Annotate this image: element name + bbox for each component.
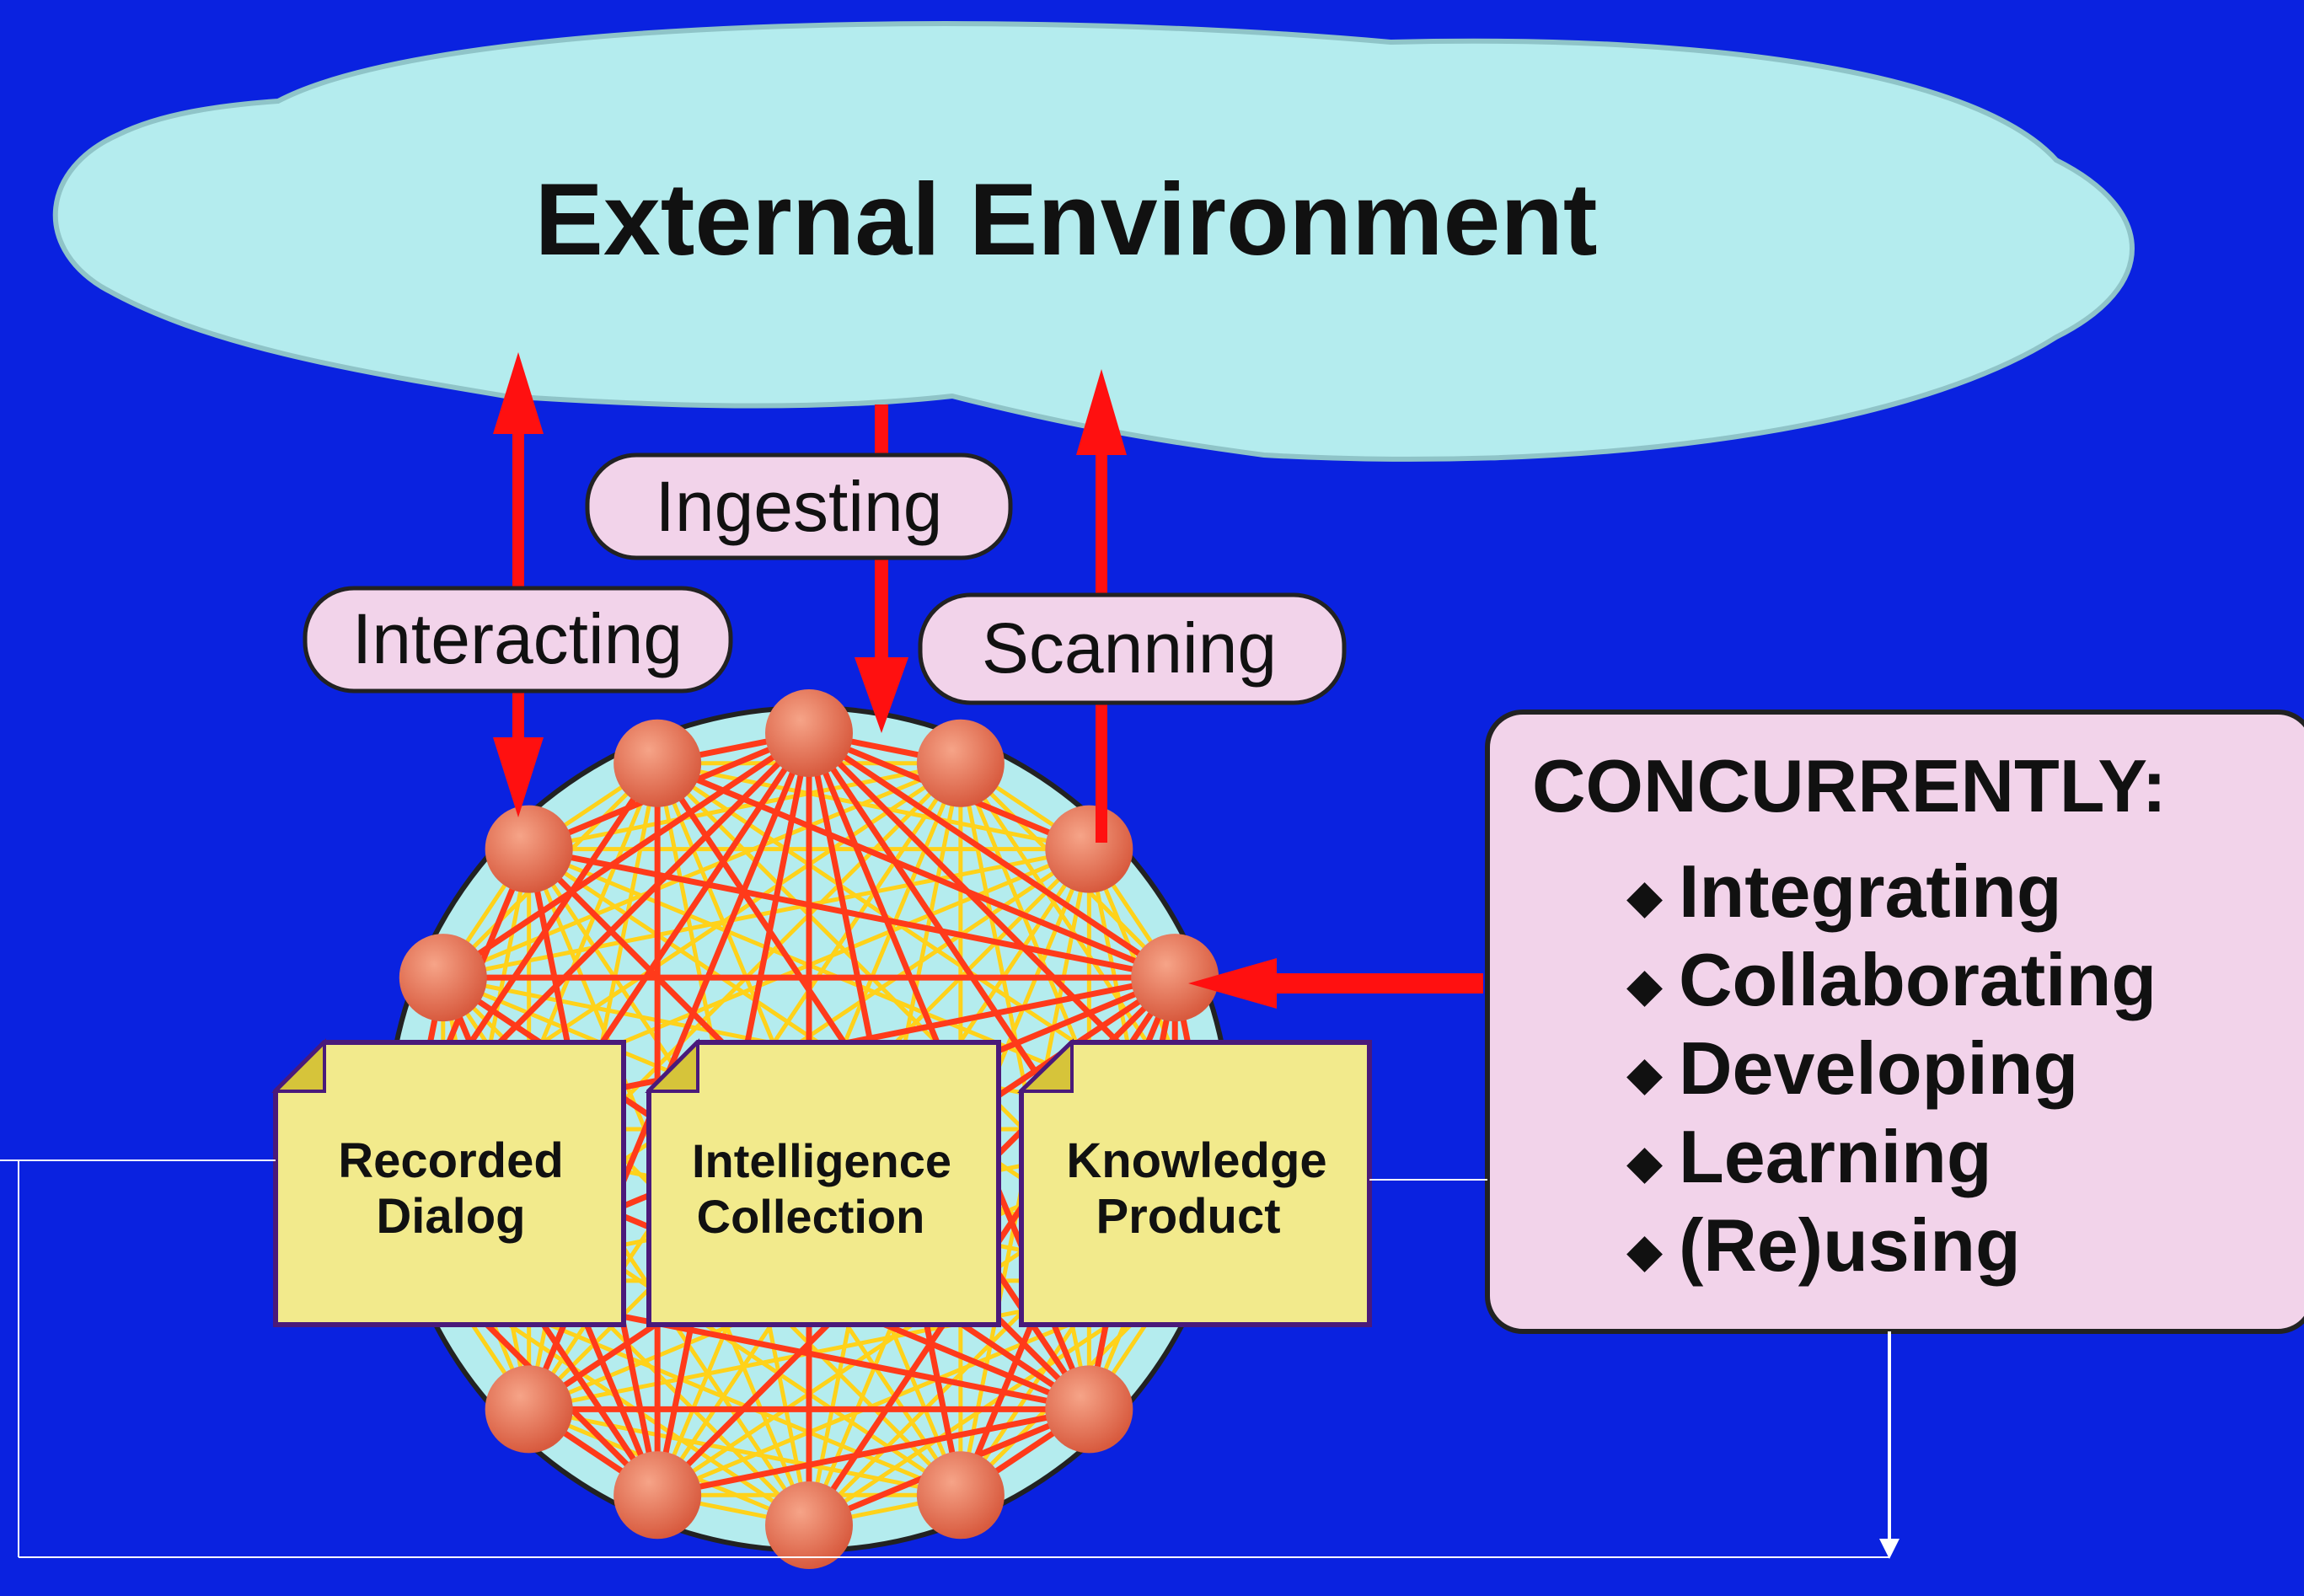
network-node (765, 689, 853, 777)
doc-intelligence-collection-line2: Collection (697, 1190, 925, 1243)
list-item: Developing (1679, 1026, 2078, 1110)
flow-arrows (493, 352, 1483, 1009)
mesh-link (528, 846, 1176, 981)
list-item: Collaborating (1679, 938, 2157, 1021)
external-environment-cloud: External Environment (52, 21, 2135, 462)
network-node (1045, 1365, 1133, 1454)
list-item: Integrating (1679, 849, 2062, 933)
scanning-text: Scanning (982, 608, 1277, 688)
network-node (1131, 934, 1219, 1022)
bullet-icon: ◆ (1626, 1135, 1663, 1188)
interacting-arrow (493, 352, 544, 817)
network-node (916, 1451, 1005, 1540)
network-node (765, 1481, 853, 1569)
network-node (485, 805, 573, 893)
concurrently-arrow (1188, 958, 1483, 1009)
concurrently-heading: CONCURRENTLY: (1532, 744, 2167, 827)
mesh-link (441, 731, 811, 981)
doc-intelligence-collection-line1: Intelligence (692, 1134, 951, 1187)
doc-recorded-dialog-line2: Dialog (376, 1189, 525, 1244)
ingesting-text: Ingesting (656, 467, 943, 546)
mesh-link (807, 731, 1177, 981)
mesh-link (656, 761, 1090, 852)
bullet-icon: ◆ (1626, 1047, 1663, 1100)
ingesting-label: Ingesting (585, 453, 1013, 560)
document-intelligence-collection: Intelligence Collection (645, 1038, 1001, 1327)
mesh-link (656, 760, 1176, 981)
network-node (399, 934, 487, 1022)
network-node (1045, 805, 1133, 893)
network-node (614, 719, 702, 807)
document-knowledge-product: Knowledge Product (1017, 1038, 1372, 1327)
interacting-label: Interacting (303, 586, 733, 694)
network-node (614, 1451, 702, 1540)
cloud-title: External Environment (535, 162, 1598, 276)
mesh-link (656, 1406, 1090, 1498)
list-item: (Re)using (1679, 1203, 2021, 1287)
connector-lines (0, 1160, 1899, 1559)
scanning-label: Scanning (918, 592, 1347, 705)
doc-knowledge-product-line1: Knowledge (1066, 1133, 1326, 1188)
bullet-icon: ◆ (1626, 870, 1663, 923)
list-item: Learning (1679, 1115, 1992, 1198)
mesh-link (528, 1406, 962, 1497)
mesh-link (528, 761, 962, 852)
network-node (916, 719, 1005, 807)
bullet-icon: ◆ (1626, 1224, 1663, 1277)
bullet-icon: ◆ (1626, 958, 1663, 1011)
document-recorded-dialog: Recorded Dialog (271, 1038, 626, 1327)
doc-recorded-dialog-line1: Recorded (338, 1133, 564, 1188)
doc-knowledge-product-line2: Product (1096, 1189, 1280, 1244)
concurrently-box: CONCURRENTLY: ◆ Integrating ◆ Collaborat… (1485, 710, 2304, 1334)
network-node (485, 1365, 573, 1454)
interacting-text: Interacting (352, 599, 683, 678)
concurrently-list: ◆ Integrating ◆ Collaborating ◆ Developi… (1626, 849, 2157, 1287)
